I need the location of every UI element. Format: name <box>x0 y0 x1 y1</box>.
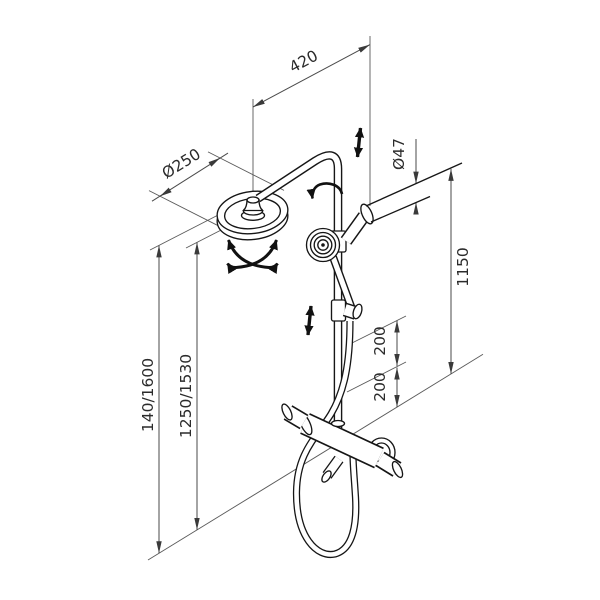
motion-indicators <box>226 127 365 336</box>
dimension-labels: 420 Ø250 Ø47 1150 200 200 140/1600 1250/… <box>139 47 472 438</box>
riser-pipe <box>255 151 343 428</box>
supply-axis-line <box>147 353 484 561</box>
swivel-arrow-right-icon <box>226 239 278 274</box>
rotate-arrow-icon <box>306 182 344 200</box>
dim-label-column-height: 1250/1530 <box>177 354 195 438</box>
slider-adjust-arrow-icon <box>304 305 315 336</box>
shower-hose <box>292 320 360 559</box>
slider-holder <box>330 299 363 322</box>
right-handle-cap <box>391 460 404 479</box>
riser-collar <box>330 419 346 428</box>
wall-bar <box>329 162 463 253</box>
height-adjust-arrow-icon <box>353 127 365 158</box>
dim-label-head-diameter: Ø250 <box>159 145 204 182</box>
holder-clamp <box>330 299 347 322</box>
bar-cone-fill <box>341 213 369 244</box>
hand-shower-ring-outer <box>309 231 337 259</box>
stem-body <box>241 199 265 212</box>
mixer <box>281 403 404 483</box>
hose-fill <box>294 320 359 557</box>
mixer-body-fill <box>300 414 384 467</box>
ext-line-hose-clip <box>346 361 407 393</box>
reference-lines <box>147 36 484 561</box>
dim-label-200-lower: 200 <box>371 372 389 402</box>
ext-line-head-top <box>149 211 225 251</box>
hand-shower-ring-mid <box>313 235 333 255</box>
bar-top-edge <box>365 162 463 207</box>
hand-shower-ring-inner <box>317 239 329 251</box>
dim-label-bar-diameter: Ø47 <box>390 138 408 170</box>
dim-arrow-head-diameter-1 <box>159 187 172 197</box>
spout-cap <box>321 470 332 483</box>
dimension-lines <box>151 44 454 554</box>
dim-label-arm-reach: 420 <box>286 47 321 77</box>
hand-shower <box>305 227 356 311</box>
dim-line-arm-reach <box>252 44 371 108</box>
bar-bottom-edge <box>370 195 431 223</box>
dim-label-200-upper: 200 <box>371 326 389 356</box>
dim-label-1150: 1150 <box>454 247 472 286</box>
dim-label-overall-height: 140/1600 <box>139 358 157 432</box>
shower-head-stem <box>240 196 266 221</box>
left-handle-cap <box>281 403 293 421</box>
pipe-fill <box>256 152 341 428</box>
dim-arrow-head-diameter-2 <box>208 157 221 167</box>
hand-shower-center <box>321 243 325 247</box>
bar-flange-disc <box>360 203 374 225</box>
ext-line-diameter-left <box>148 190 228 231</box>
holder-knob-cap <box>352 303 363 320</box>
hand-shower-handle-fill <box>330 256 355 310</box>
stem-top <box>246 196 260 204</box>
